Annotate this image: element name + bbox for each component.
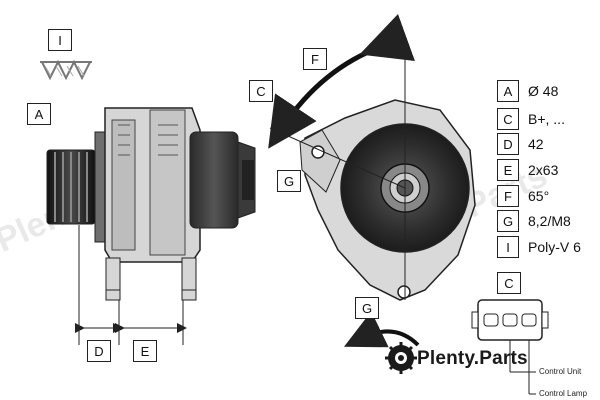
pulley-side-view: [46, 149, 96, 225]
spec-key: A: [497, 80, 519, 102]
rotation-direction-arrow: [344, 311, 420, 348]
callout-g: G: [277, 170, 301, 192]
callout-i: I: [48, 29, 72, 51]
brand-name: Plenty.Parts: [417, 348, 528, 369]
callout-c: C: [249, 80, 273, 102]
spec-row: I Poly-V 6: [497, 236, 581, 258]
callout-e: E: [133, 340, 157, 362]
spec-value: Poly-V 6: [528, 239, 581, 255]
alternator-front-view: [269, 42, 476, 301]
poly-v-belt-icon: [40, 59, 92, 81]
spec-row: A Ø 48: [497, 80, 558, 102]
spec-key: G: [497, 210, 519, 232]
spec-value: B+, ...: [528, 111, 565, 127]
callout-g-lower: G: [355, 297, 379, 319]
housing-side-view: [94, 107, 256, 301]
callout-a: A: [27, 103, 51, 125]
spec-key: D: [497, 133, 519, 155]
plenty-parts-gear-logo: [385, 342, 417, 374]
spec-key: F: [497, 185, 519, 207]
spec-key: E: [497, 159, 519, 181]
spec-row: C B+, ...: [497, 108, 565, 130]
spec-value: 8,2/M8: [528, 213, 571, 229]
dimension-lines: [75, 225, 187, 345]
angle-arc: [268, 13, 416, 149]
spec-value: 2x63: [528, 162, 559, 178]
spec-key: C: [497, 108, 519, 130]
connector-plug: [471, 299, 549, 395]
callout-connector-c: C: [497, 272, 521, 294]
callout-d: D: [87, 340, 111, 362]
spec-row: D 42: [497, 133, 544, 155]
spec-row: F 65°: [497, 185, 549, 207]
spec-value: 65°: [528, 188, 550, 204]
spec-value: 42: [528, 136, 544, 152]
spec-row: E 2x63: [497, 159, 558, 181]
spec-key: I: [497, 236, 519, 258]
spec-row: G 8,2/M8: [497, 210, 571, 232]
connector-pin-label: Control Lamp: [539, 389, 588, 398]
connector-pin-label: Control Unit: [539, 367, 582, 376]
spec-value: Ø 48: [528, 83, 559, 99]
callout-f: F: [303, 48, 327, 70]
